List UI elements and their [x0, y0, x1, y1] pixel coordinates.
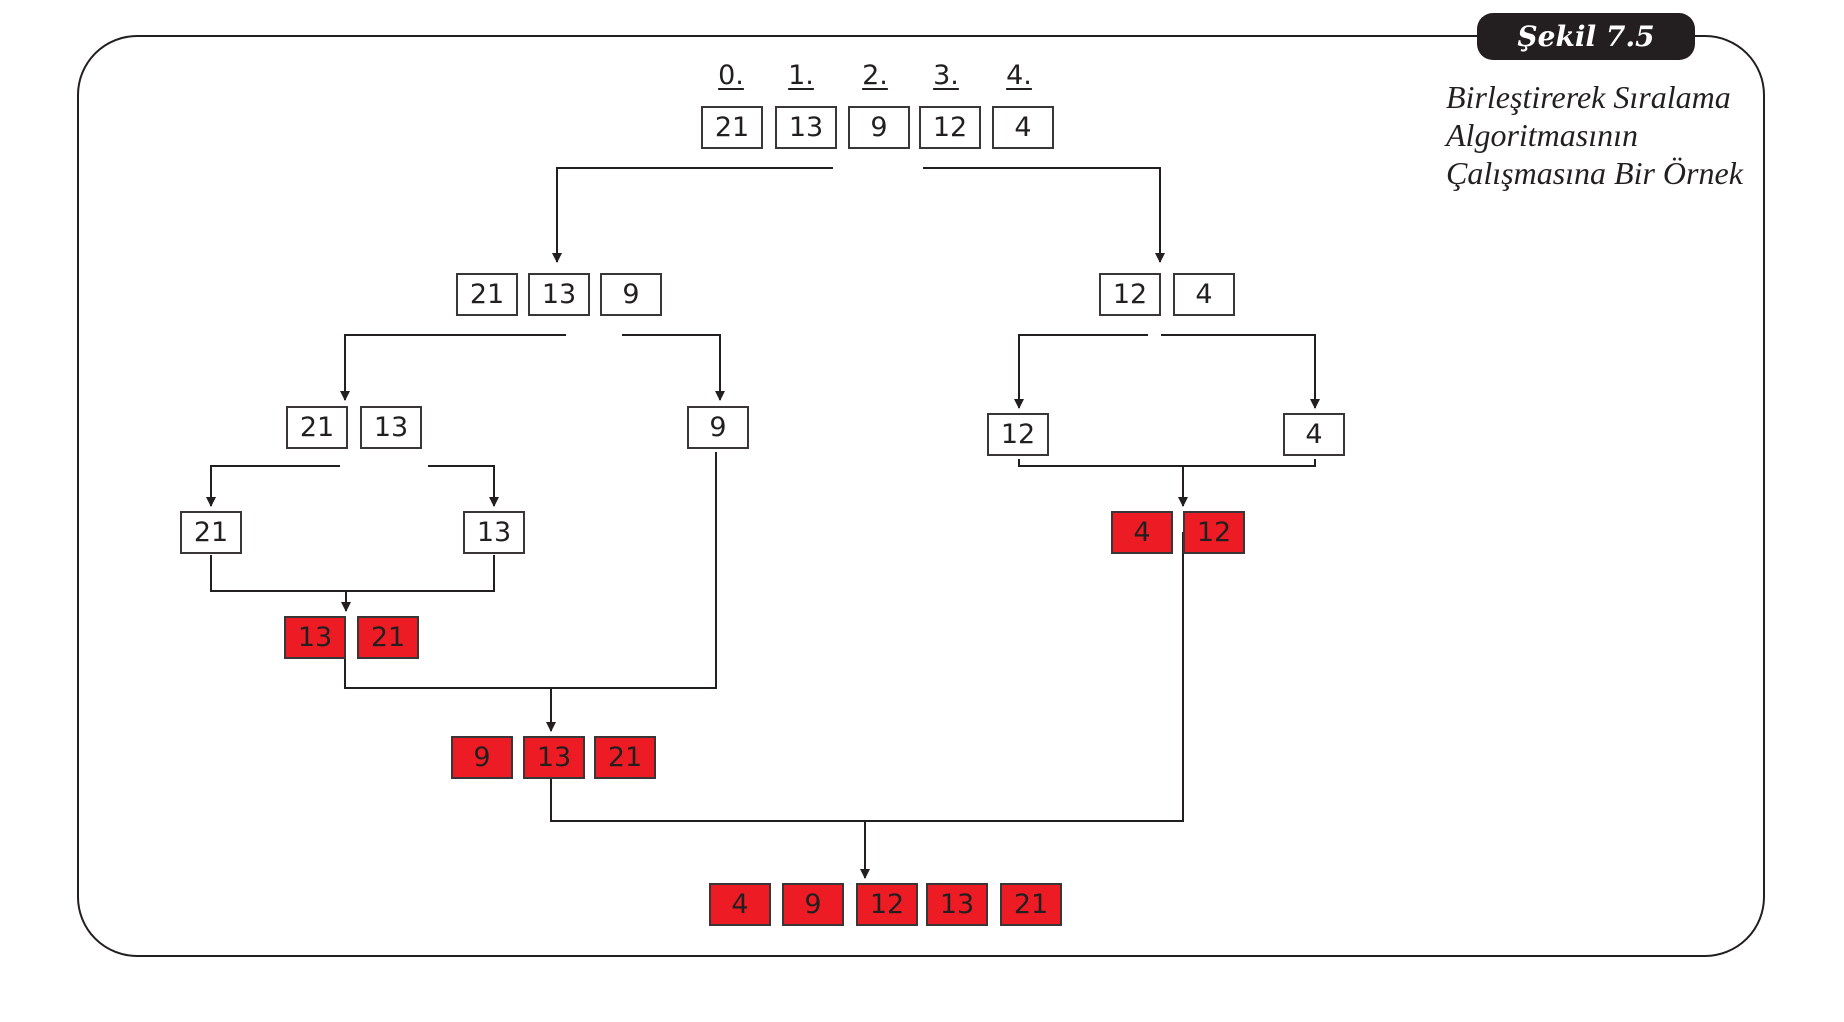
merged-final-cell: 4 [709, 883, 771, 926]
merged-m1-cell: 21 [357, 616, 419, 659]
split-line-top-right [923, 167, 1165, 263]
split-l1-left-cell: 13 [528, 273, 590, 316]
split-line-l2-right [428, 465, 499, 507]
index-label: 3. [915, 60, 977, 91]
merge-line-final [550, 532, 1184, 822]
split-line-l1-left [340, 334, 566, 401]
merged-final-cell: 12 [856, 883, 918, 926]
split-l2-right-right-cell: 4 [1283, 413, 1345, 456]
merge-line-2 [1018, 459, 1316, 467]
merged-final-cell: 13 [926, 883, 988, 926]
initial-array-cell: 9 [848, 106, 910, 149]
index-label-text: 4. [1006, 60, 1032, 91]
merged-final-cell: 9 [782, 883, 844, 926]
split-l2-right-left-cell: 12 [987, 413, 1049, 456]
index-label: 4. [988, 60, 1050, 91]
merged-m3-cell: 9 [451, 736, 513, 779]
merged-m2-cell: 12 [1183, 511, 1245, 554]
split-line-l2-left [206, 465, 340, 507]
index-label: 2. [844, 60, 906, 91]
split-l2-left-left-cell: 13 [360, 406, 422, 449]
split-l3-b-cell: 13 [463, 511, 525, 554]
index-label: 0. [700, 60, 762, 91]
split-l2-left-right-cell: 9 [687, 406, 749, 449]
index-label-text: 3. [933, 60, 959, 91]
initial-array-cell: 12 [919, 106, 981, 149]
split-line-r1-left [1014, 334, 1148, 409]
split-line-l1-right [622, 334, 725, 401]
figure-caption: Birleştirerek Sıralama Algoritmasının Ça… [1446, 79, 1743, 191]
split-l1-right-cell: 12 [1099, 273, 1161, 316]
figure-frame [77, 35, 1765, 957]
initial-array-cell: 4 [992, 106, 1054, 149]
merged-m3-cell: 21 [594, 736, 656, 779]
split-l2-left-left-cell: 21 [286, 406, 348, 449]
index-label: 1. [770, 60, 832, 91]
split-l3-a-cell: 21 [180, 511, 242, 554]
index-label-text: 0. [718, 60, 744, 91]
initial-array-cell: 13 [775, 106, 837, 149]
split-l1-left-cell: 21 [456, 273, 518, 316]
merge-line-3 [344, 452, 717, 689]
split-line-r1-right [1161, 334, 1320, 409]
index-label-text: 2. [862, 60, 888, 91]
split-l1-left-cell: 9 [600, 273, 662, 316]
index-label-text: 1. [788, 60, 814, 91]
figure-badge: Şekil 7.5 [1477, 13, 1695, 60]
initial-array-cell: 21 [701, 106, 763, 149]
merged-m3-cell: 13 [523, 736, 585, 779]
split-line-top-left [552, 167, 833, 263]
split-l1-right-cell: 4 [1173, 273, 1235, 316]
merged-m1-cell: 13 [284, 616, 346, 659]
merged-final-cell: 21 [1000, 883, 1062, 926]
merged-m2-cell: 4 [1111, 511, 1173, 554]
merge-line-1 [210, 555, 495, 592]
